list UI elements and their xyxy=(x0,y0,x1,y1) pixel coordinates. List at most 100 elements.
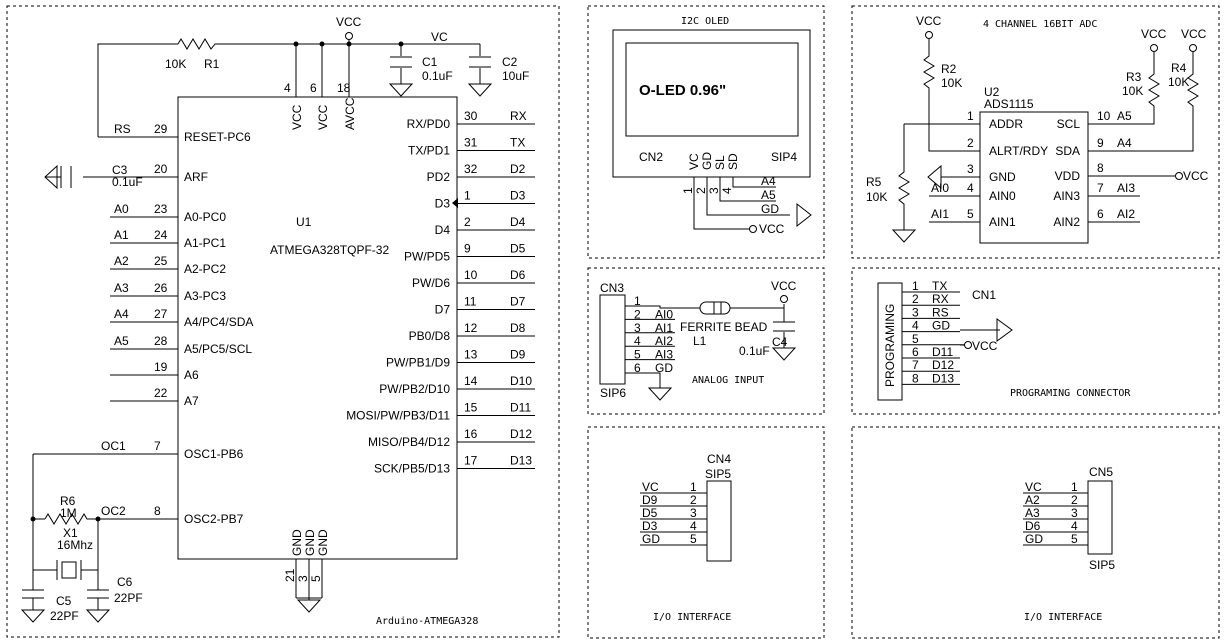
c3-value: 0.1uF xyxy=(112,175,143,189)
r1-ref: R1 xyxy=(204,57,220,71)
cn3-package: SIP6 xyxy=(600,386,626,400)
cn4-ref: CN4 xyxy=(707,452,731,466)
cn3-connector xyxy=(599,294,626,385)
io-net: D3 xyxy=(642,519,658,533)
u1-left-net-label: A4 xyxy=(114,307,129,321)
oled-pin-num: 4 xyxy=(720,187,734,194)
u1-right-net-label: D8 xyxy=(510,321,526,335)
ground-icon xyxy=(647,387,673,401)
r3-resistor xyxy=(1148,70,1160,110)
cn3-net: AI3 xyxy=(655,348,673,362)
ground-icon xyxy=(388,83,493,97)
r3-ref: R3 xyxy=(1126,70,1142,84)
oled-net-gd: GD xyxy=(761,202,779,216)
u1-left-pin-name: ARF xyxy=(184,170,208,184)
u1-right-net-label: D13 xyxy=(510,454,532,468)
u1-left-pin-name: A2-PC2 xyxy=(184,262,226,276)
oled-screen xyxy=(625,42,799,137)
vcc-label: VCC xyxy=(336,15,362,29)
cn1-label: PROGRAMING xyxy=(883,304,897,387)
u2-right-pin-name: VDD xyxy=(1055,169,1081,183)
u1-bottom-pin-num: 5 xyxy=(309,575,323,582)
u1-left-pin-name: A4/PC4/SDA xyxy=(184,315,253,329)
u2-right-pin-num: 10 xyxy=(1097,109,1111,123)
u2-right-net: AI3 xyxy=(1117,181,1135,195)
u2-right-pin-name: AIN2 xyxy=(1053,215,1080,229)
cn5-package: SIP5 xyxy=(1089,558,1115,572)
r5-value: 10K xyxy=(866,190,887,204)
ground-icon xyxy=(796,202,812,228)
u2-right-pin-name: SDA xyxy=(1055,144,1080,158)
cn1-net: RX xyxy=(932,292,949,306)
u1-left-pin-num: 28 xyxy=(154,334,168,348)
cn1-net: D13 xyxy=(932,371,954,385)
oled-pin-label: SL xyxy=(713,155,727,170)
io-net: GD xyxy=(1025,532,1043,546)
u1-right-pin-num: 11 xyxy=(464,295,477,309)
u2-right-pin-name: SCL xyxy=(1057,117,1081,131)
io-net: VC xyxy=(642,480,659,494)
u1-right-pin-num: 31 xyxy=(464,136,478,150)
oled-pin-label: VC xyxy=(687,153,701,170)
u2-right-pin-num: 9 xyxy=(1097,136,1104,150)
analog-title: ANALOG INPUT xyxy=(692,375,764,386)
u1-left-net-label: RS xyxy=(114,122,131,136)
cn4-package: SIP5 xyxy=(705,467,731,481)
cn1-ref: CN1 xyxy=(972,288,996,302)
r1-value: 10K xyxy=(165,57,186,71)
io-net: GD xyxy=(642,532,660,546)
c5-ref: C5 xyxy=(56,594,72,608)
u1-right-pin-num: 10 xyxy=(464,268,478,282)
u1-right-net-label: RX xyxy=(510,109,527,123)
u1-left-pin-name: OSC2-PB7 xyxy=(184,512,244,526)
ground-icon xyxy=(44,164,58,190)
u1-left-pin-num: 8 xyxy=(154,504,161,518)
adc-frame xyxy=(851,5,1220,259)
c4-value: 0.1uF xyxy=(739,344,770,358)
r6-resistor xyxy=(44,513,90,525)
ground-icon xyxy=(996,318,1013,342)
r2-ref: R2 xyxy=(941,62,957,76)
ferrite-label: FERRITE BEAD xyxy=(680,320,768,334)
u1-right-pin-name: MOSI/PW/PB3/D11 xyxy=(346,409,450,423)
io-net: A2 xyxy=(1025,493,1040,507)
cn1-pin-num: 1 xyxy=(912,279,919,293)
prog-frame xyxy=(851,267,1220,415)
cn3-net: AI2 xyxy=(655,334,673,348)
u1-left-pin-name: RESET-PC6 xyxy=(184,130,251,144)
d3-arrow-icon xyxy=(452,198,458,208)
ground-icon xyxy=(20,609,111,623)
u1-right-pin-name: D7 xyxy=(435,303,451,317)
oled-ref: CN2 xyxy=(639,150,663,164)
u1-left-net-label: A5 xyxy=(114,334,129,348)
u1-left-pin-num: 27 xyxy=(154,307,168,321)
u1-left-pin-name: A7 xyxy=(184,394,199,408)
u1-left-net-label: A0 xyxy=(114,202,129,216)
u1-body xyxy=(177,96,458,560)
mcu-section: VCC VC 10K R1 C1 0.1uF C2 10uF 4VCC6VCC1… xyxy=(20,15,535,627)
u2-left-pin-num: 5 xyxy=(967,207,974,221)
u2-left-pin-num: 1 xyxy=(967,109,974,123)
u1-right-pin-num: 17 xyxy=(464,454,478,468)
oled-net-a4: A4 xyxy=(761,174,776,188)
u1-left-pin-num: 25 xyxy=(154,254,168,268)
cn5-connector xyxy=(1087,480,1113,555)
adc-title: 4 CHANNEL 16BIT ADC xyxy=(983,19,1097,30)
cn3-net: AI1 xyxy=(655,321,673,335)
u1-right-pin-name: PW/PB2/D10 xyxy=(379,382,450,396)
u1-right-pin-name: PW/PD5 xyxy=(404,250,450,264)
cn1-pin-num: 5 xyxy=(912,332,919,346)
u1-top-pin-name: VCC xyxy=(316,104,330,130)
u1-right-pin-num: 16 xyxy=(464,427,478,441)
c6-value: 22PF xyxy=(114,591,143,605)
u2-right-net: A4 xyxy=(1117,136,1132,150)
cn3-pin-num: 5 xyxy=(634,348,641,362)
cn1-pin-num: 3 xyxy=(912,305,919,319)
cn1-connector xyxy=(877,282,903,401)
io-net: A3 xyxy=(1025,506,1040,520)
r2-resistor xyxy=(923,52,935,92)
u1-right-net-label: D11 xyxy=(510,401,531,415)
u1-left-pin-name: A1-PC1 xyxy=(184,236,226,250)
